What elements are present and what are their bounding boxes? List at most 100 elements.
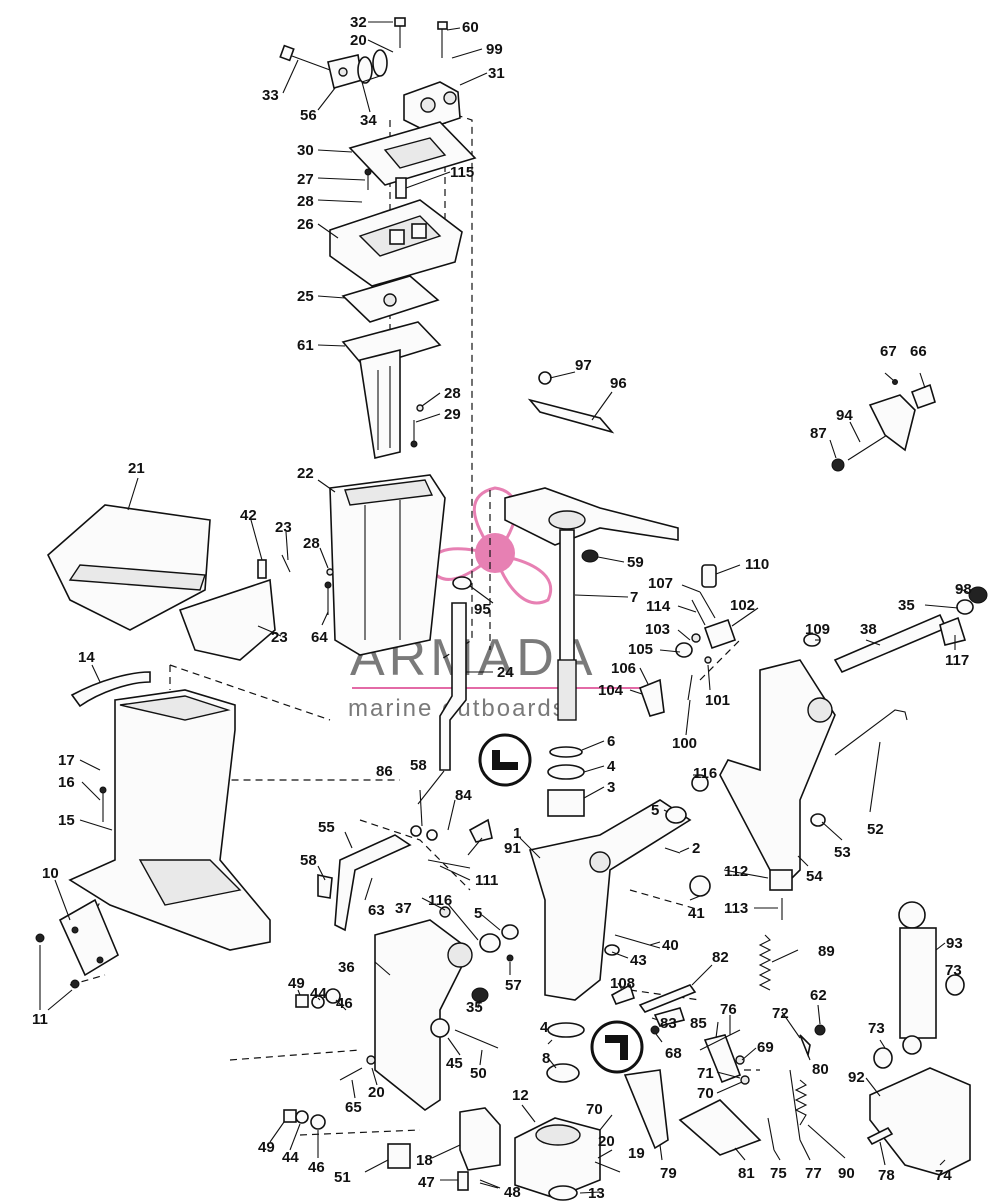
- callout: 63: [368, 902, 385, 919]
- part-40-pin: [614, 934, 661, 949]
- callout: 15: [58, 812, 75, 829]
- part-23-screws: [257, 554, 291, 633]
- part-34-washers: [357, 49, 388, 84]
- callout: 68: [665, 1045, 682, 1062]
- callout: 34: [360, 112, 377, 129]
- callout: 23: [275, 519, 292, 536]
- part-41-bushing: [689, 875, 711, 897]
- callout: 6: [607, 733, 615, 750]
- callout: 69: [757, 1039, 774, 1056]
- part-100-101-screws: [687, 656, 712, 701]
- callout: 96: [610, 375, 627, 392]
- callout: 31: [488, 65, 505, 82]
- callout: 70: [586, 1101, 603, 1118]
- callout: 93: [946, 935, 963, 952]
- part-25-gasket: [341, 275, 440, 323]
- callout: 72: [772, 1005, 789, 1022]
- callout: 1: [513, 825, 521, 842]
- callout: 113: [724, 900, 748, 917]
- part-3-bushing: [547, 789, 585, 817]
- part-8-seal: [546, 1063, 580, 1083]
- callout: 103: [645, 621, 670, 638]
- callout: 97: [575, 357, 592, 374]
- callout: 91: [504, 840, 521, 857]
- part-97-96-bracket: [527, 371, 615, 434]
- callout: 16: [58, 774, 75, 791]
- callout: 104: [598, 682, 624, 699]
- callout: 79: [660, 1165, 677, 1182]
- callout: 20: [368, 1084, 385, 1101]
- callout: 51: [334, 1169, 351, 1186]
- callout: 49: [288, 975, 305, 992]
- part-19-bolt: [594, 1161, 621, 1173]
- callout: 36: [338, 959, 355, 976]
- part-tilt-icon-a: [478, 733, 532, 787]
- callout: 114: [646, 598, 671, 615]
- callout: 95: [474, 601, 491, 618]
- callout: 27: [297, 171, 314, 188]
- part-45-washer: [430, 1018, 450, 1038]
- part-95-grommet: [452, 576, 472, 590]
- callout: 73: [868, 1020, 885, 1037]
- part-81-lever: [678, 1099, 762, 1156]
- callout: 38: [860, 621, 877, 638]
- part-78-pin: [866, 1126, 894, 1146]
- part-29-bolt: [410, 404, 424, 448]
- callout: 4: [607, 758, 616, 775]
- part-14-seal-strip: [70, 671, 151, 708]
- callout: 66: [910, 343, 927, 360]
- callout: 45: [446, 1055, 463, 1072]
- part-steering-arm: [504, 487, 679, 546]
- callout: 75: [770, 1165, 787, 1182]
- callout: 30: [297, 142, 314, 159]
- part-50-bolt: [454, 1029, 499, 1049]
- part-77-75-links: [767, 1069, 801, 1151]
- callout: 43: [630, 952, 647, 969]
- callout: 65: [345, 1099, 362, 1116]
- part-30-gasket: [348, 121, 477, 186]
- callout: 116: [693, 765, 717, 782]
- callout: 85: [690, 1015, 707, 1032]
- part-117-clip: [939, 616, 967, 646]
- part-54-clamp-bracket: [719, 659, 836, 881]
- callout: 61: [297, 337, 314, 354]
- part-small-hardware: [317, 774, 750, 1085]
- part-31-clamp-block: [403, 81, 461, 131]
- callout: 53: [834, 844, 851, 861]
- part-7-swivel-shaft: [557, 529, 577, 721]
- callout: 109: [805, 621, 830, 638]
- callout: 92: [848, 1069, 865, 1086]
- callout: 80: [812, 1061, 829, 1078]
- part-6-washer: [549, 746, 583, 758]
- callout: 70: [697, 1085, 714, 1102]
- callout: 29: [444, 406, 461, 423]
- part-104-106-lever: [638, 678, 665, 717]
- callout: 90: [838, 1165, 855, 1182]
- callout: 74: [935, 1167, 952, 1184]
- part-38-tilt-tube: [833, 613, 948, 674]
- callout: 117: [945, 652, 969, 669]
- callout: 46: [308, 1159, 325, 1176]
- callout: 56: [300, 107, 317, 124]
- part-90-spring: [794, 1079, 808, 1126]
- callout: 112: [724, 863, 748, 880]
- callout: 24: [497, 664, 514, 681]
- callout: 64: [311, 629, 328, 646]
- callout: 73: [945, 962, 962, 979]
- callout: 10: [42, 865, 59, 882]
- part-11-screws: [35, 933, 80, 989]
- callout: 41: [688, 905, 705, 922]
- callout: 101: [705, 692, 730, 709]
- callout: 5: [651, 802, 659, 819]
- part-55-bracket-plate: [334, 834, 412, 932]
- part-110-knob: [701, 564, 717, 588]
- part-74-cylinder-base: [869, 1067, 971, 1176]
- callout: 42: [240, 507, 257, 524]
- callout: 26: [297, 216, 314, 233]
- callout: 57: [505, 977, 522, 994]
- part-53-bushing: [810, 813, 826, 827]
- part-33-bolt: [279, 44, 331, 71]
- callout: 28: [303, 535, 320, 552]
- part-32-bolt: [394, 17, 406, 48]
- callout: 107: [648, 575, 673, 592]
